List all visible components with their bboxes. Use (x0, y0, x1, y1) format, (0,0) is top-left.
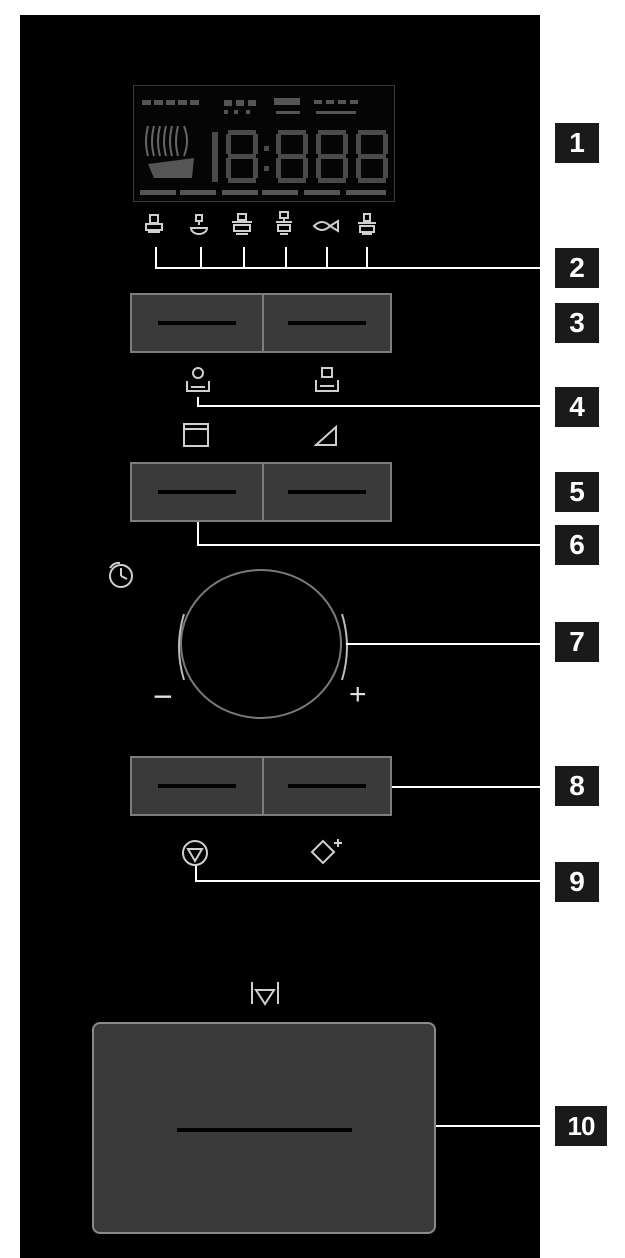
knob-minus-label: − (153, 678, 173, 716)
auto-cook-icon (183, 365, 213, 395)
microwave-mode-2-icon (188, 212, 210, 236)
auto-cook-button[interactable] (130, 293, 264, 353)
grill-mode-icon (230, 212, 254, 236)
mode-leader-4 (285, 247, 287, 269)
mode-leader-5 (326, 247, 328, 269)
clock-icon (106, 560, 136, 590)
leader-4 (197, 405, 555, 407)
rotary-knob[interactable] (180, 569, 342, 719)
knob-left-arc (172, 612, 186, 682)
door-release-button[interactable] (92, 1022, 436, 1234)
mode-leader-1 (155, 247, 157, 269)
leader-9-vertical (195, 866, 197, 882)
callout-7: 7 (555, 622, 599, 662)
defrost-by-weight-icon (312, 365, 342, 395)
callout-6: 6 (555, 525, 599, 565)
lcd-segments (140, 98, 388, 195)
leader-7 (346, 643, 555, 645)
leader-10 (436, 1125, 555, 1127)
leader-4-vertical (197, 397, 199, 407)
callout-3: 3 (555, 303, 599, 343)
leader-6-vertical (197, 522, 199, 546)
leader-8 (392, 786, 555, 788)
leader-9 (195, 880, 555, 882)
microwave-power-button[interactable] (130, 462, 264, 522)
weight-defrost-button[interactable] (262, 293, 392, 353)
callout-1: 1 (555, 123, 599, 163)
door-open-icon (248, 978, 282, 1008)
start-icon (308, 837, 346, 867)
callout-4: 4 (555, 387, 599, 427)
grill-button[interactable] (262, 462, 392, 522)
lcd-display (133, 85, 395, 202)
callout-10: 10 (555, 1106, 607, 1146)
defrost-mode-icon (312, 216, 340, 236)
stop-icon (180, 838, 210, 868)
callout-8: 8 (555, 766, 599, 806)
combi-mode-icon (272, 210, 296, 236)
stop-button[interactable] (130, 756, 264, 816)
knob-plus-label: + (349, 678, 367, 711)
callout-9: 9 (555, 862, 599, 902)
grill-icon (312, 425, 340, 447)
mode-leader-3 (243, 247, 245, 269)
microwave-mode-1-icon (144, 212, 166, 236)
knob-right-arc (340, 612, 354, 682)
callout-2: 2 (555, 248, 599, 288)
mode-leader-horizontal (155, 267, 555, 269)
mode-leader-2 (200, 247, 202, 269)
microwave-power-icon (182, 422, 210, 448)
mode-leader-6 (366, 247, 368, 269)
start-button[interactable] (262, 756, 392, 816)
callout-5: 5 (555, 472, 599, 512)
leader-6 (197, 544, 555, 546)
auto-mode-icon (356, 212, 378, 236)
